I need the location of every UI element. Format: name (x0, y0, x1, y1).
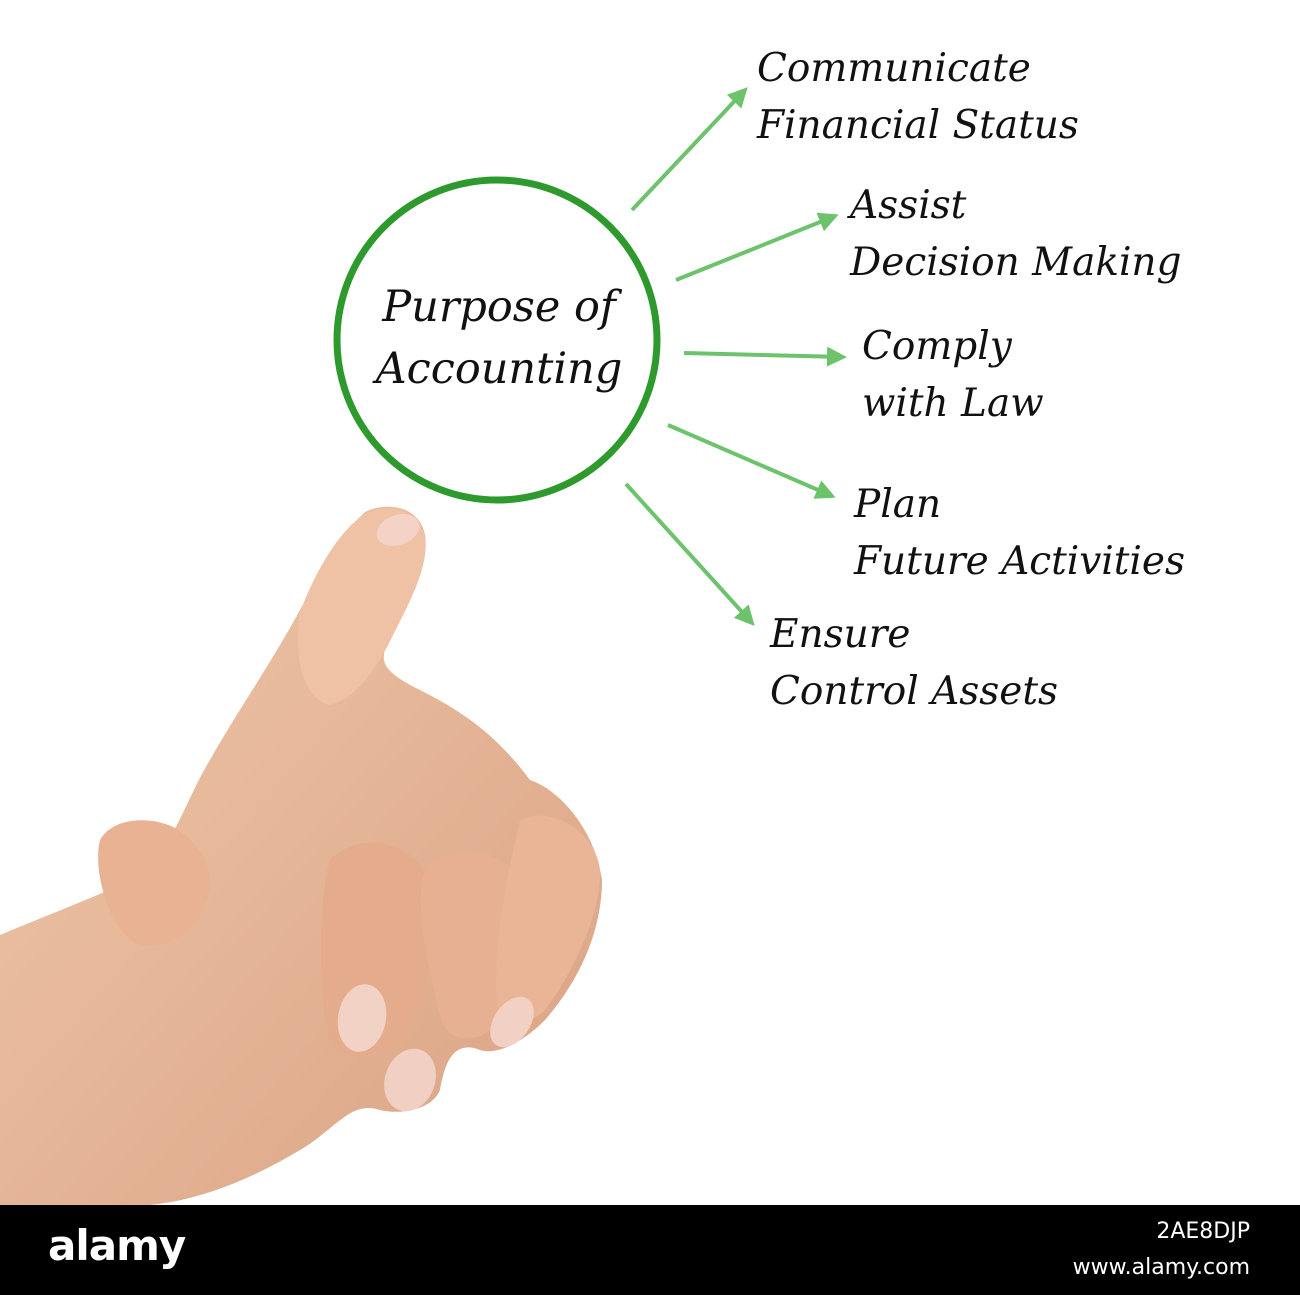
item-line2: Financial Status (757, 103, 1079, 148)
item-communicate: Communicate Financial Status (757, 40, 1079, 154)
item-line2: Control Assets (770, 669, 1059, 714)
center-title-line2: Accounting (375, 344, 623, 394)
item-comply: Comply with Law (862, 318, 1044, 432)
image-id: 2AE8DJP (1156, 1219, 1250, 1244)
hand-illustration (0, 506, 602, 1205)
item-line2: with Law (862, 381, 1044, 426)
item-line1: Plan (854, 482, 942, 527)
item-line1: Communicate (757, 46, 1031, 91)
center-title-line1: Purpose of (382, 282, 616, 332)
item-line2: Future Activities (854, 539, 1185, 584)
brand-logo: alamy (48, 1221, 186, 1270)
item-line2: Decision Making (850, 240, 1182, 285)
item-line1: Comply (862, 324, 1012, 369)
item-line1: Ensure (770, 612, 911, 657)
footer-bar: alamy 2AE8DJP www.alamy.com (0, 1205, 1300, 1295)
arrow-communicate (630, 87, 748, 212)
arrow-assist (675, 212, 839, 282)
arrow-ensure (624, 482, 755, 626)
item-line1: Assist (850, 183, 967, 228)
arrow-plan (667, 423, 836, 499)
arrow-comply (683, 346, 847, 367)
diagram-canvas: Purpose of Accounting Communicate Financ… (0, 40, 1185, 1205)
item-assist: Assist Decision Making (850, 177, 1182, 291)
center-title: Purpose of Accounting (340, 276, 658, 400)
item-ensure: Ensure Control Assets (770, 606, 1058, 720)
diagram-graphics (0, 87, 847, 1205)
center-circle (333, 176, 661, 504)
site-url: www.alamy.com (1072, 1255, 1250, 1280)
item-plan: Plan Future Activities (854, 476, 1185, 590)
